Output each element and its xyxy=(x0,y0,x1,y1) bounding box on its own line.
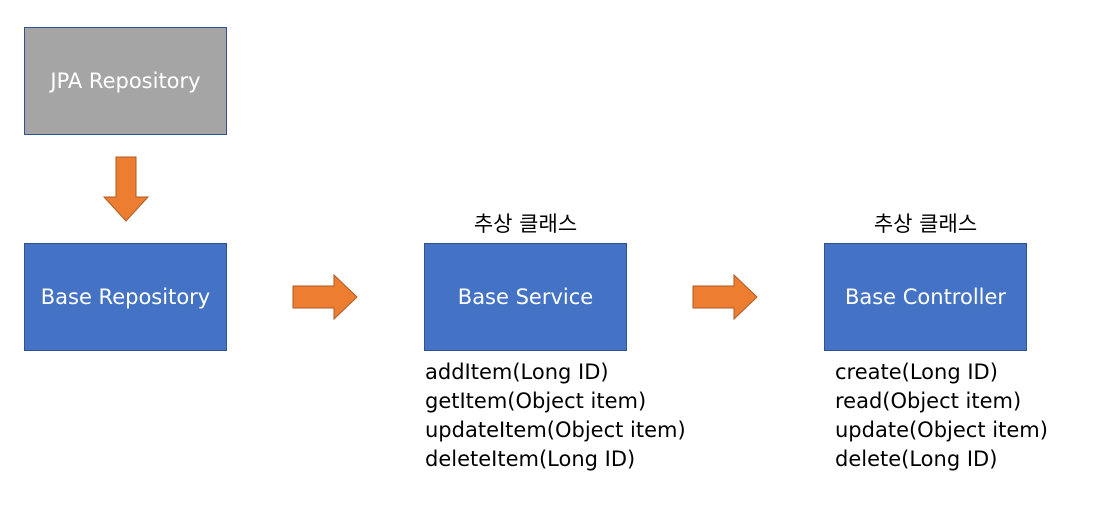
service-method-item: getItem(Object item) xyxy=(425,389,647,413)
jpa-repository-box: JPA Repository xyxy=(24,27,227,135)
right-arrow-icon xyxy=(692,274,758,320)
controller-method-item: delete(Long ID) xyxy=(835,447,998,471)
service-methods-list: addItem(Long ID) getItem(Object item) up… xyxy=(425,358,686,474)
controller-abstract-class-caption: 추상 클래스 xyxy=(873,212,978,236)
base-controller-label: Base Controller xyxy=(844,285,1007,309)
base-service-label: Base Service xyxy=(457,285,594,309)
controller-method-item: read(Object item) xyxy=(835,389,1022,413)
base-controller-box: Base Controller xyxy=(824,243,1027,351)
service-method-item: deleteItem(Long ID) xyxy=(425,447,636,471)
base-repository-box: Base Repository xyxy=(24,243,227,351)
right-arrow-icon xyxy=(292,274,358,320)
service-abstract-class-caption: 추상 클래스 xyxy=(473,212,578,236)
service-method-item: updateItem(Object item) xyxy=(425,418,686,442)
controller-method-item: create(Long ID) xyxy=(835,360,998,384)
controller-method-item: update(Object item) xyxy=(835,418,1048,442)
controller-methods-list: create(Long ID) read(Object item) update… xyxy=(835,358,1048,474)
base-repository-label: Base Repository xyxy=(40,285,211,309)
service-method-item: addItem(Long ID) xyxy=(425,360,609,384)
down-arrow-icon xyxy=(103,156,149,222)
base-service-box: Base Service xyxy=(424,243,627,351)
jpa-repository-label: JPA Repository xyxy=(50,69,201,93)
